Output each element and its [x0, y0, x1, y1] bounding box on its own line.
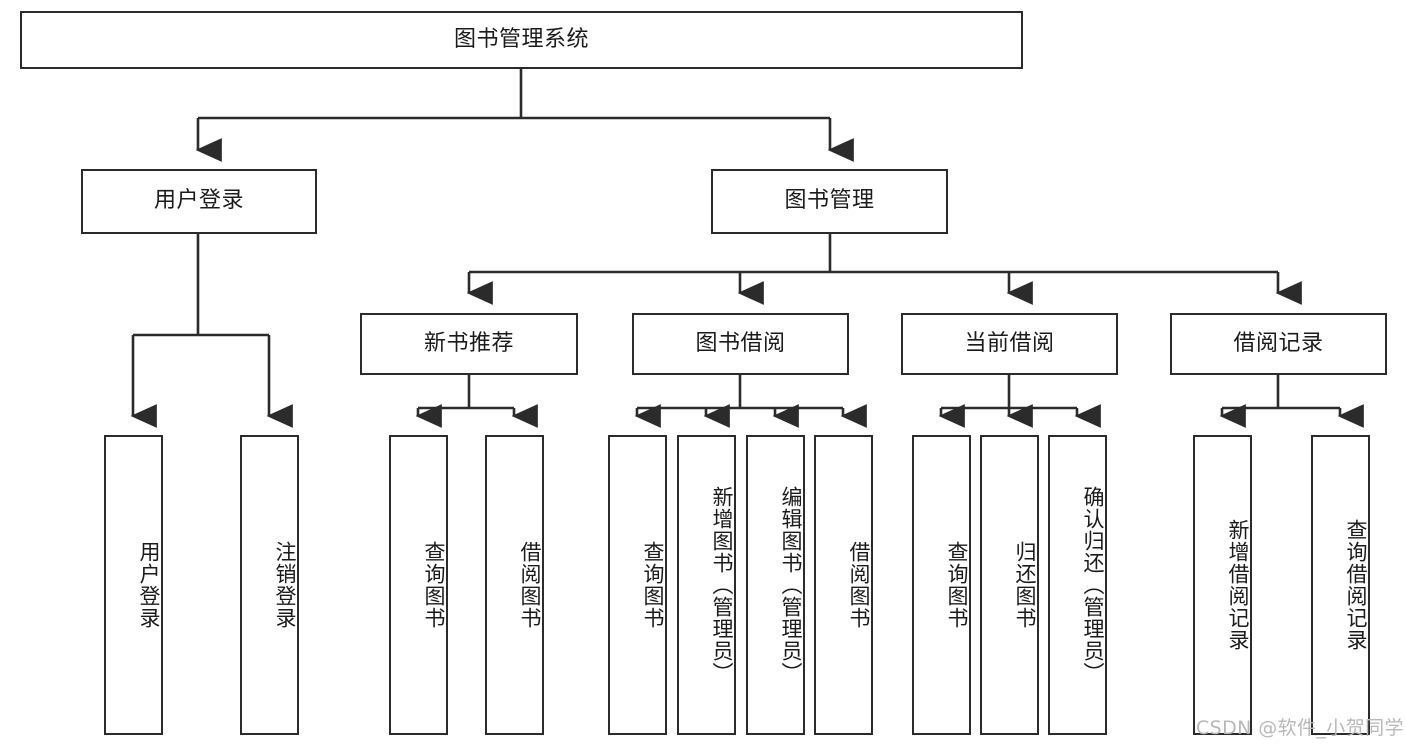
node-leaf-query-book-2[interactable]: 查询图书: [608, 435, 667, 735]
node-leaf-query-book-2-label: 查询图书: [641, 541, 665, 629]
csdn-watermark: CSDN @软件_小贺同学: [1196, 717, 1404, 739]
node-leaf-user-logout[interactable]: 注销登录: [240, 435, 299, 735]
node-book-manage[interactable]: 图书管理: [711, 169, 948, 234]
node-leaf-confirm-return[interactable]: 确认归还（管理员）: [1048, 435, 1107, 735]
node-leaf-query-record[interactable]: 查询借阅记录: [1311, 435, 1370, 735]
node-leaf-edit-book-label: 编辑图书（管理员）: [779, 486, 803, 684]
node-leaf-query-record-label: 查询借阅记录: [1344, 519, 1368, 651]
node-current-borrow-label: 当前借阅: [964, 330, 1055, 356]
node-new-book-rec-label: 新书推荐: [423, 330, 514, 356]
node-leaf-add-book-label: 新增图书（管理员）: [710, 486, 734, 684]
node-user-login[interactable]: 用户登录: [81, 169, 317, 234]
node-leaf-user-login[interactable]: 用户登录: [104, 435, 163, 735]
node-leaf-query-book-1[interactable]: 查询图书: [389, 435, 448, 735]
node-leaf-return-book[interactable]: 归还图书: [980, 435, 1039, 735]
node-leaf-add-book[interactable]: 新增图书（管理员）: [677, 435, 736, 735]
node-root-label: 图书管理系统: [453, 26, 589, 52]
node-leaf-edit-book[interactable]: 编辑图书（管理员）: [746, 435, 805, 735]
node-leaf-user-logout-label: 注销登录: [273, 541, 297, 629]
node-leaf-borrow-book-2-label: 借阅图书: [847, 541, 871, 629]
node-root[interactable]: 图书管理系统: [20, 11, 1023, 69]
node-leaf-query-book-3[interactable]: 查询图书: [912, 435, 971, 735]
node-borrow-record-label: 借阅记录: [1233, 330, 1324, 356]
node-borrow-record[interactable]: 借阅记录: [1170, 313, 1387, 375]
node-leaf-add-record[interactable]: 新增借阅记录: [1193, 435, 1252, 735]
node-leaf-query-book-1-label: 查询图书: [422, 541, 446, 629]
node-user-login-label: 用户登录: [153, 188, 244, 214]
node-leaf-add-record-label: 新增借阅记录: [1226, 519, 1250, 651]
node-new-book-rec[interactable]: 新书推荐: [360, 313, 578, 375]
node-leaf-confirm-return-label: 确认归还（管理员）: [1081, 486, 1105, 684]
node-current-borrow[interactable]: 当前借阅: [901, 313, 1118, 375]
node-book-manage-label: 图书管理: [784, 188, 875, 214]
node-leaf-borrow-book-1[interactable]: 借阅图书: [485, 435, 544, 735]
node-book-borrow-label: 图书借阅: [695, 330, 786, 356]
node-leaf-return-book-label: 归还图书: [1013, 541, 1037, 629]
node-leaf-borrow-book-2[interactable]: 借阅图书: [814, 435, 873, 735]
node-leaf-user-login-label: 用户登录: [137, 541, 161, 629]
node-leaf-query-book-3-label: 查询图书: [945, 541, 969, 629]
node-leaf-borrow-book-1-label: 借阅图书: [518, 541, 542, 629]
node-book-borrow[interactable]: 图书借阅: [632, 313, 849, 375]
